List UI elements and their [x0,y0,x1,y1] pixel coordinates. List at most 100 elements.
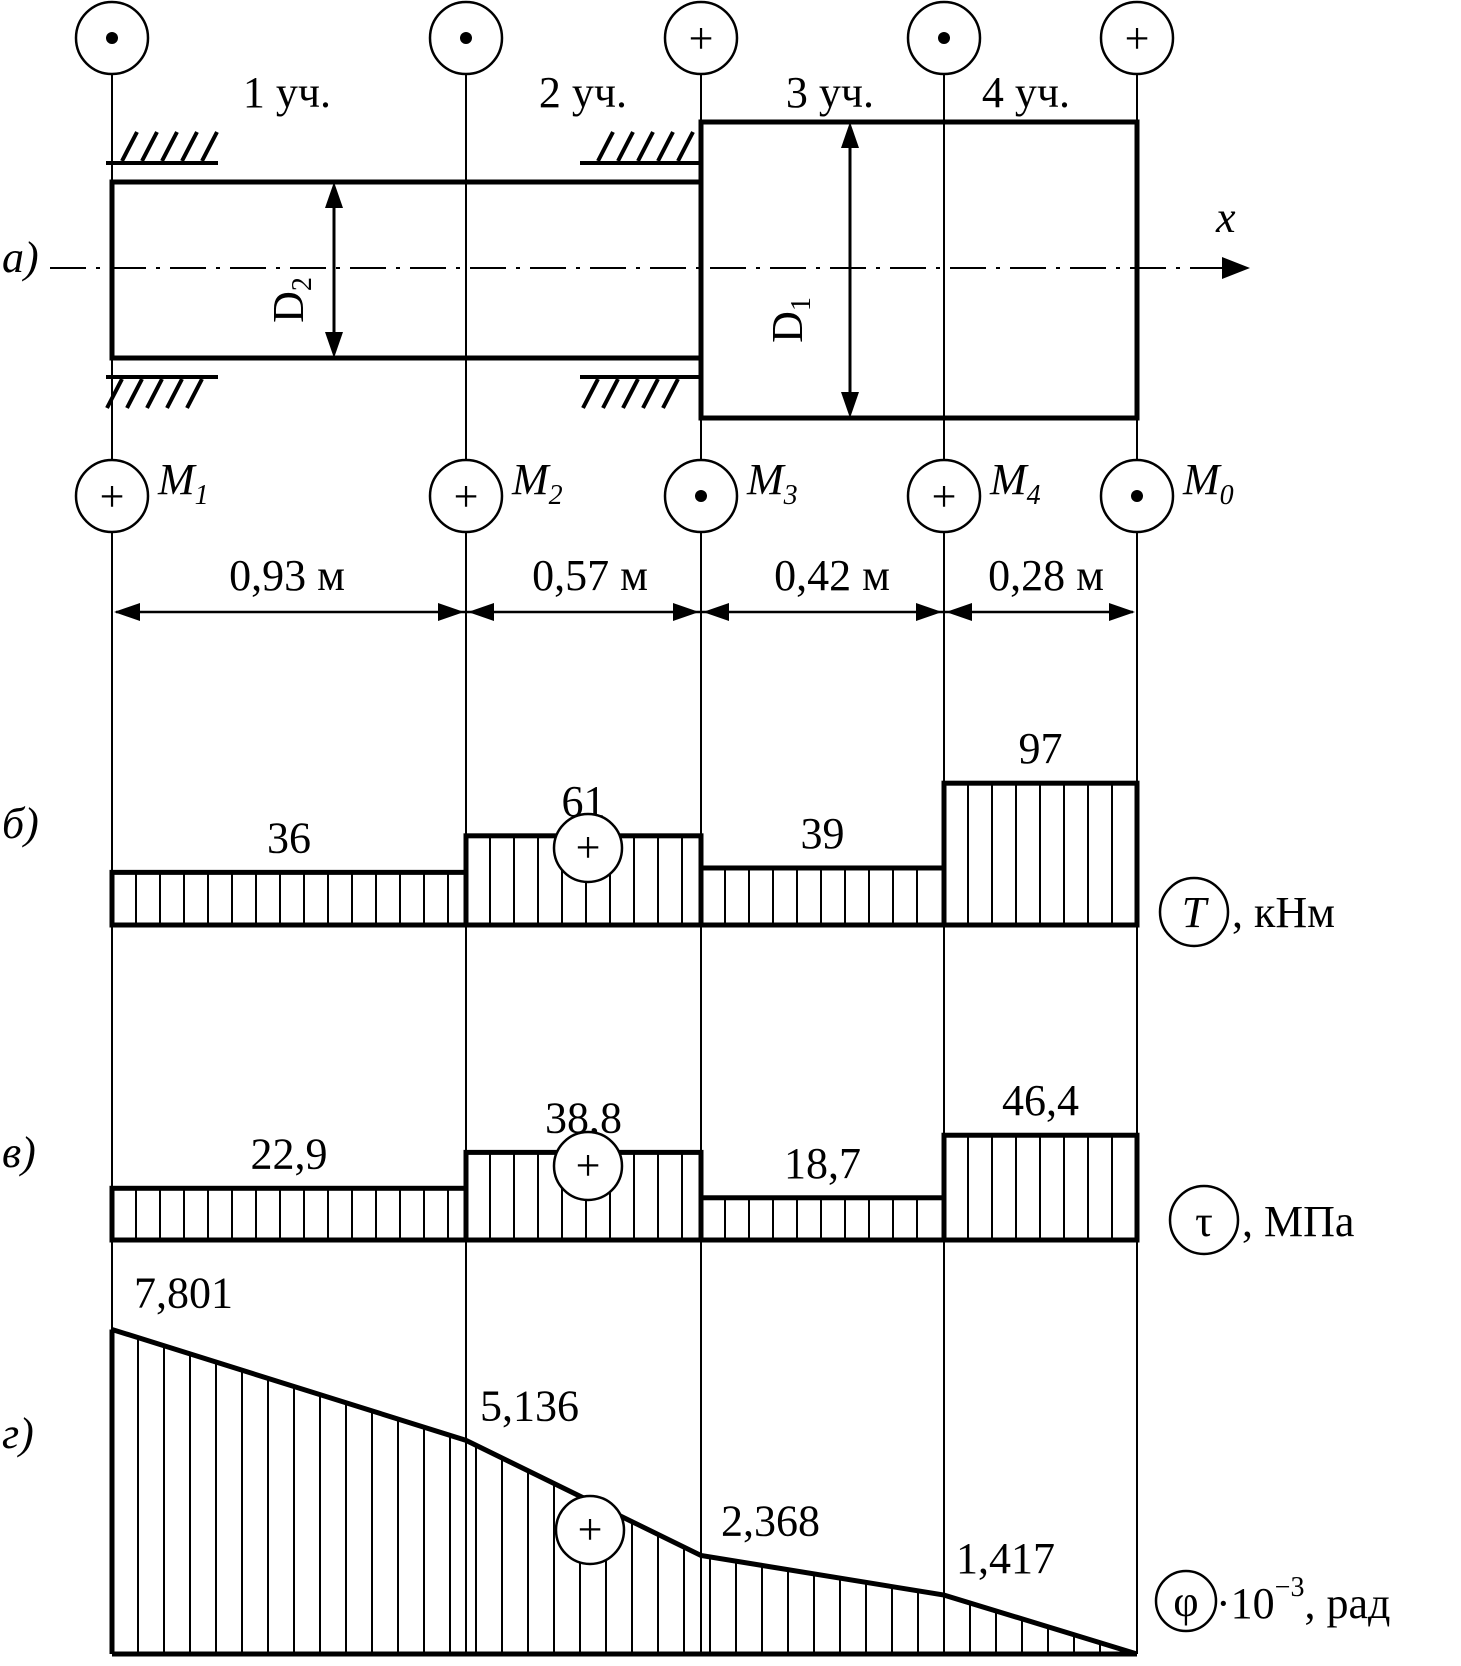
torque-value-2: 39 [801,809,845,858]
shaft-segment-d1 [698,119,1140,421]
torque-unit: , кНм [1232,888,1335,937]
length-dimensions: 0,93 м 0,57 м 0,42 м 0,28 м [114,551,1135,621]
panel-label-a: а) [2,233,39,282]
section-label-3: 3 уч. [786,68,874,117]
length-arrow-right-1 [673,603,699,621]
length-label-4: 0,28 м [988,551,1104,600]
bottom-symbol-4-dot-icon [1131,490,1143,502]
stress-symbol: τ [1195,1197,1213,1246]
panel-label-b: б) [2,799,39,848]
angle-sign-circle [554,1494,626,1566]
length-arrow-right-2 [916,603,942,621]
axis-label: x [1215,193,1236,242]
stress-sign-circle [552,1130,624,1202]
bottom-symbol-0-circle [74,458,150,534]
stress-hatch-0 [135,1188,449,1240]
stress-bar-0 [109,1185,469,1243]
torque-hatch-3 [967,783,1113,925]
panel-label-g: г) [2,1409,34,1458]
top-moment-symbols: ++ [74,0,1175,76]
section-label-2: 2 уч. [539,68,627,117]
bottom-moment-symbols: + M1 + M2 M3 + M4 M0 [74,455,1234,534]
length-label-2: 0,57 м [532,551,648,600]
top-symbol-2-plus-icon: + [689,14,714,63]
bottom-symbol-2-dot-icon [695,490,707,502]
bottom-symbol-3-circle [906,458,982,534]
d1-label: D1 [763,297,817,343]
top-symbol-1-dot-icon [460,32,472,44]
moment-label-3: M4 [989,455,1041,511]
torque-symbol-circle [1158,876,1230,948]
angle-value-2: 2,368 [721,1496,820,1545]
length-arrow-right-0 [438,603,464,621]
stress-hatch-3 [967,1135,1113,1240]
length-label-3: 0,42 м [774,551,890,600]
bottom-symbol-3-plus-icon: + [932,472,957,521]
torque-bar-2 [698,865,947,928]
bottom-symbol-0-plus-icon: + [100,472,125,521]
torque-value-0: 36 [267,813,311,862]
torque-hatch-2 [724,867,918,925]
stress-bars: 22,938,818,746,4 [109,1076,1140,1243]
angle-symbol-circle [1154,1569,1218,1633]
stress-symbol-circle [1168,1184,1240,1256]
angle-symbol: φ [1173,1577,1198,1626]
length-arrow-left-2 [703,603,729,621]
top-symbol-2-circle [663,0,739,76]
d2-arrow-up-icon [325,182,343,208]
angle-hatch [137,1337,1127,1654]
moment-label-0: M1 [157,455,209,511]
stress-value-0: 22,9 [251,1129,328,1178]
top-symbol-3-dot-icon [938,32,950,44]
length-arrow-right-3 [1109,603,1135,621]
section-label-4: 4 уч. [982,68,1070,117]
d1-arrow-down-icon [841,392,859,418]
bottom-symbol-1-circle [428,458,504,534]
axis-arrow-icon [1222,257,1250,279]
moment-label-2: M3 [746,455,798,511]
angle-line [111,1327,1138,1657]
top-symbol-4-plus-icon: + [1125,14,1150,63]
panel-label-v: в) [2,1128,36,1177]
top-symbol-4-circle [1099,0,1175,76]
shaft-drawing: а) x [2,119,1250,421]
bottom-symbol-1-plus-icon: + [454,472,479,521]
length-arrow-left-3 [946,603,972,621]
stress-sign: + [576,1141,601,1190]
torque-bar-3 [941,780,1140,928]
stress-diagram: в) 22,938,818,746,4 + τ , МПа [2,1076,1354,1256]
stress-value-3: 46,4 [1002,1076,1079,1125]
support-middle [580,131,700,409]
top-symbol-0-dot-icon [106,32,118,44]
stress-hatch-2 [724,1197,918,1240]
support-left [105,131,219,409]
length-arrow-left-0 [114,603,140,621]
moment-label-4: M0 [1182,455,1234,511]
length-arrows [114,603,1135,621]
torque-value-3: 97 [1019,724,1063,773]
d2-label: D2 [264,277,318,323]
section-label-1: 1 уч. [243,68,331,117]
torque-sign: + [576,823,601,872]
angle-sign: + [578,1505,603,1554]
shaft-segment-d2 [109,179,704,361]
d2-arrow-down-icon [325,332,343,358]
stress-bar-2 [698,1195,947,1243]
stress-unit: , МПа [1242,1197,1354,1246]
angle-value-1: 5,136 [480,1381,579,1430]
moment-label-1: M2 [511,455,563,511]
length-label-1: 0,93 м [229,551,345,600]
torque-hatch-0 [135,872,449,925]
d1-arrow-up-icon [841,122,859,148]
torque-symbol: T [1182,888,1210,937]
section-labels: 1 уч. 2 уч. 3 уч. 4 уч. [243,68,1070,117]
torque-bar-0 [109,869,469,928]
angle-unit: ·10−3, рад [1216,1572,1390,1628]
stress-bar-3 [941,1132,1140,1243]
angle-value-3: 1,417 [956,1534,1055,1583]
